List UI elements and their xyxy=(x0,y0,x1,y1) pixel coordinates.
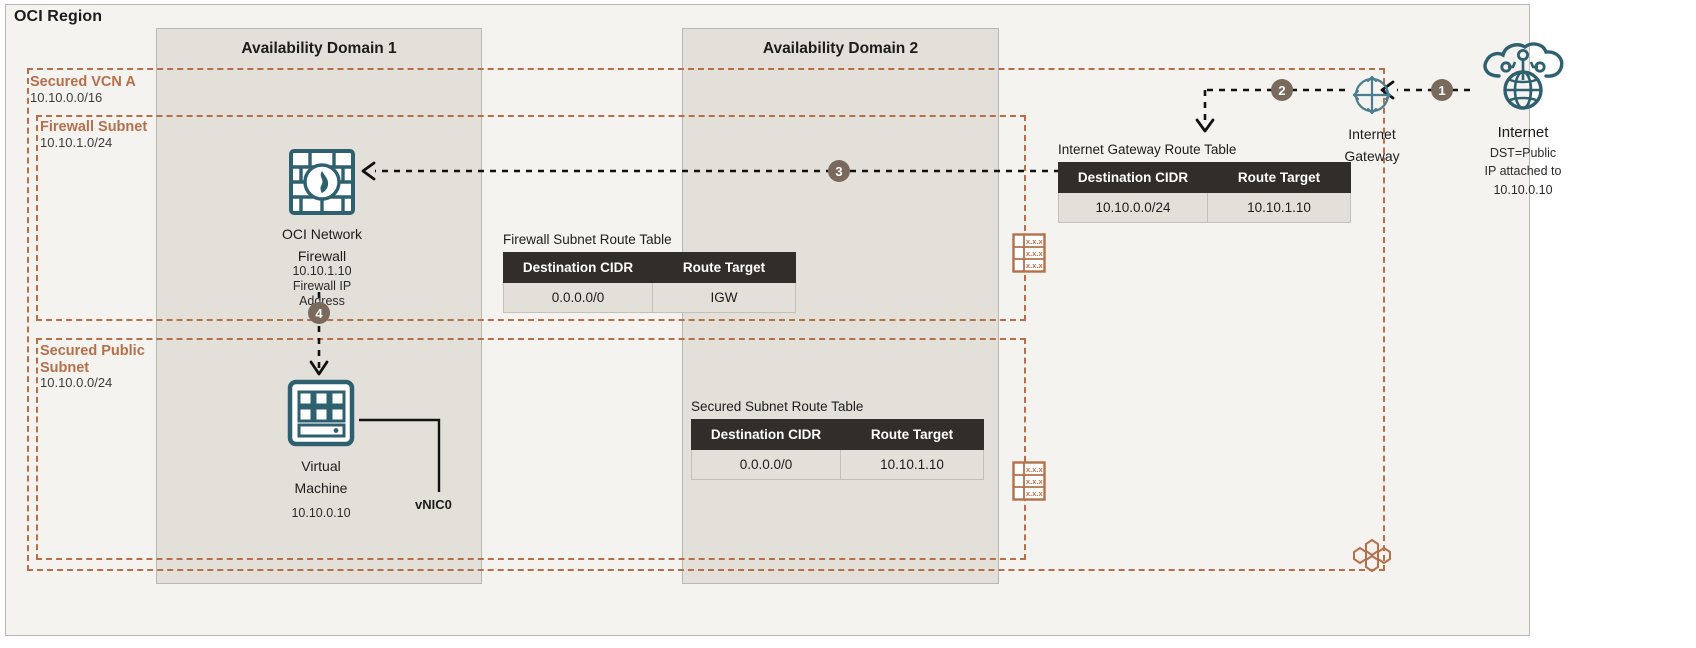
cell-route-target: 10.10.1.10 xyxy=(1207,192,1351,223)
internet-note-line1: DST=Public xyxy=(1489,145,1557,160)
internet-note-line2: IP attached to xyxy=(1484,164,1562,179)
svg-text:x.x.x: x.x.x xyxy=(1026,465,1044,474)
table-row: 0.0.0.0/0 10.10.1.10 xyxy=(691,449,984,480)
vcn-name: Secured VCN A xyxy=(30,74,136,90)
region-title: OCI Region xyxy=(14,8,103,25)
step-badge-1: 1 xyxy=(1431,79,1453,101)
column-route-target: Route Target xyxy=(1207,162,1351,193)
svg-text:x.x.x: x.x.x xyxy=(1026,261,1044,270)
firewall-route-table-title: Firewall Subnet Route Table xyxy=(503,232,672,247)
firewall-subnet-route-table: Firewall Subnet Route Table Destination … xyxy=(503,232,796,313)
secured-public-subnet-cidr: 10.10.0.0/24 xyxy=(40,375,113,391)
route-table-icon-firewall-subnet: x.x.x x.x.x x.x.x xyxy=(1012,233,1046,278)
internet-gateway-node[interactable]: Internet Gateway xyxy=(1327,74,1417,164)
cell-route-target: 10.10.1.10 xyxy=(840,449,984,480)
igw-route-table: Destination CIDR Route Target 10.10.0.0/… xyxy=(1058,162,1351,223)
secured-route-table: Destination CIDR Route Target 0.0.0.0/0 … xyxy=(691,419,984,480)
svg-text:x.x.x: x.x.x xyxy=(1026,237,1044,246)
secured-public-subnet-boundary xyxy=(36,338,1026,560)
secured-route-table-title: Secured Subnet Route Table xyxy=(691,399,864,414)
column-route-target: Route Target xyxy=(840,419,984,450)
igw-route-table-title: Internet Gateway Route Table xyxy=(1058,142,1237,157)
column-route-target: Route Target xyxy=(652,252,796,283)
vm-ip: 10.10.0.10 xyxy=(291,506,351,521)
cell-route-target: IGW xyxy=(652,282,796,313)
vcn-cidr: 10.10.0.0/16 xyxy=(30,89,103,105)
oci-network-firewall-node[interactable]: OCI Network Firewall 10.10.1.10 Firewall… xyxy=(262,148,382,308)
internet-note-line3: 10.10.0.10 xyxy=(1493,183,1553,198)
firewall-ip-note-line1: Firewall IP xyxy=(292,278,352,293)
table-row: 10.10.0.0/24 10.10.1.10 xyxy=(1058,192,1351,223)
table-header-row: Destination CIDR Route Target xyxy=(691,419,984,450)
svg-text:x.x.x: x.x.x xyxy=(1026,249,1044,258)
internet-gateway-icon xyxy=(1352,75,1392,115)
svg-text:x.x.x: x.x.x xyxy=(1026,489,1044,498)
column-destination-cidr: Destination CIDR xyxy=(1058,162,1208,193)
secured-vcn-a-boundary xyxy=(27,68,1385,571)
network-firewall-icon xyxy=(289,149,355,215)
vcn-hexagon-icon xyxy=(1353,538,1391,573)
table-row: 0.0.0.0/0 IGW xyxy=(503,282,796,313)
cell-destination-cidr: 10.10.0.0/24 xyxy=(1058,192,1208,223)
igw-label-line2: Gateway xyxy=(1344,147,1400,164)
availability-domain-2-title: Availability Domain 2 xyxy=(762,40,919,57)
vcn-hexagon-icon-wrapper xyxy=(1352,538,1392,579)
table-header-row: Destination CIDR Route Target xyxy=(1058,162,1351,193)
table-header-row: Destination CIDR Route Target xyxy=(503,252,796,283)
cell-destination-cidr: 0.0.0.0/0 xyxy=(691,449,841,480)
step-badge-4: 4 xyxy=(308,302,330,324)
route-table-icon: x.x.x x.x.x x.x.x xyxy=(1012,461,1046,501)
step-badge-2: 2 xyxy=(1271,79,1293,101)
route-table-icon: x.x.x x.x.x x.x.x xyxy=(1012,233,1046,273)
firewall-label-line1: OCI Network xyxy=(281,226,363,242)
step-badge-3: 3 xyxy=(828,160,850,182)
route-table-icon-secured-subnet: x.x.x x.x.x x.x.x xyxy=(1012,461,1046,506)
svg-text:x.x.x: x.x.x xyxy=(1026,477,1044,486)
availability-domain-1-title: Availability Domain 1 xyxy=(241,40,397,57)
firewall-subnet-name: Firewall Subnet xyxy=(40,119,148,135)
firewall-label-line2: Firewall xyxy=(297,247,347,264)
firewall-ip: 10.10.1.10 xyxy=(292,264,352,279)
firewall-route-table: Destination CIDR Route Target 0.0.0.0/0 … xyxy=(503,252,796,313)
vcn-label: Secured VCN A 10.10.0.0/16 xyxy=(30,74,136,106)
vm-label-line2: Machine xyxy=(294,479,348,496)
secured-public-subnet-label: Secured Public Subnet 10.10.0.0/24 xyxy=(40,343,150,391)
igw-label-line1: Internet xyxy=(1348,126,1396,142)
virtual-machine-node[interactable]: Virtual Machine 10.10.0.10 xyxy=(260,378,382,521)
column-destination-cidr: Destination CIDR xyxy=(503,252,653,283)
firewall-subnet-label: Firewall Subnet 10.10.1.0/24 xyxy=(40,119,147,151)
firewall-subnet-cidr: 10.10.1.0/24 xyxy=(40,134,113,150)
secured-subnet-route-table: Secured Subnet Route Table Destination C… xyxy=(691,399,984,480)
internet-node[interactable]: Internet DST=Public IP attached to 10.10… xyxy=(1453,40,1593,198)
internet-label: Internet xyxy=(1497,124,1549,141)
firewall-subnet-boundary xyxy=(36,115,1026,321)
cell-destination-cidr: 0.0.0.0/0 xyxy=(503,282,653,313)
vnic0-label: vNIC0 xyxy=(415,497,452,512)
vm-label-line1: Virtual xyxy=(301,458,341,474)
column-destination-cidr: Destination CIDR xyxy=(691,419,841,450)
internet-gateway-route-table: Internet Gateway Route Table Destination… xyxy=(1058,142,1351,223)
internet-cloud-icon xyxy=(1483,42,1564,110)
virtual-machine-icon xyxy=(287,379,355,447)
secured-public-subnet-name: Secured Public Subnet xyxy=(40,343,145,376)
